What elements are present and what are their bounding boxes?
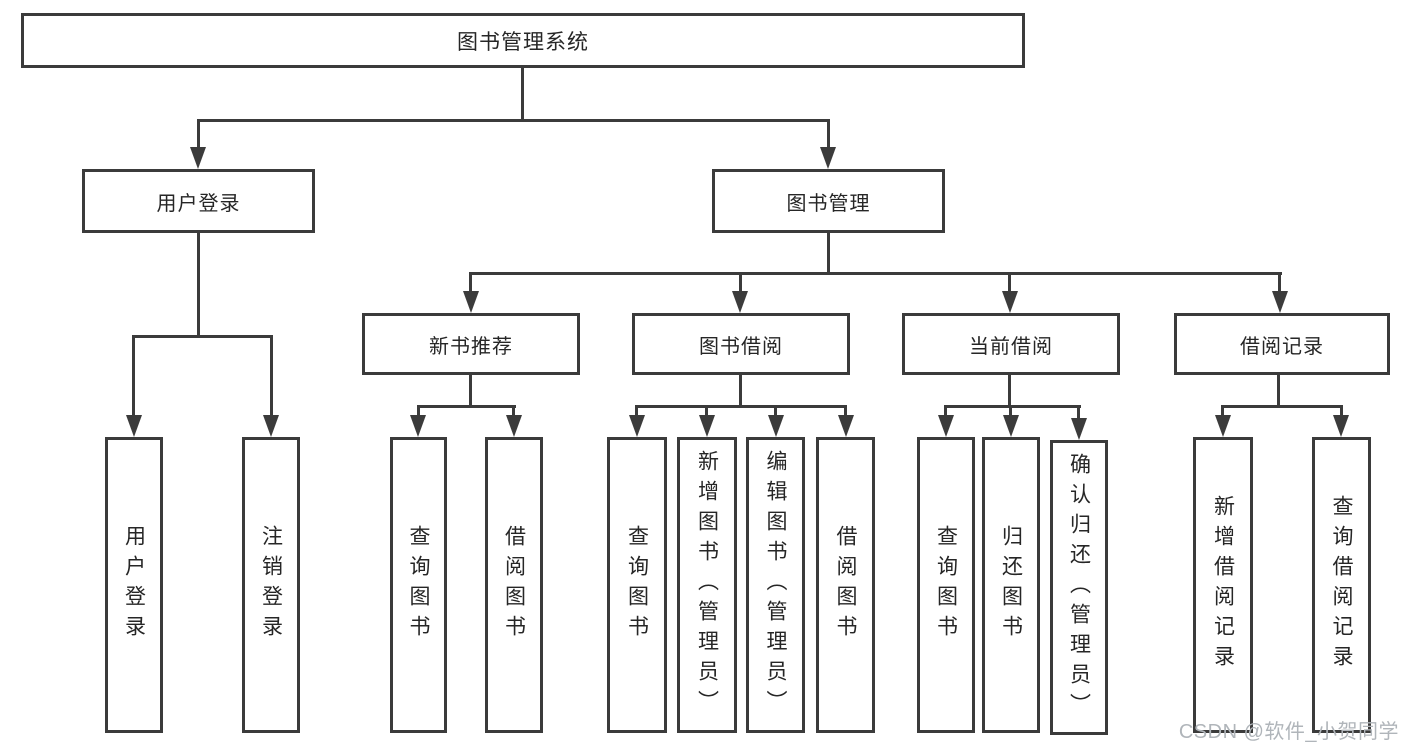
arrow-down-icon [506, 415, 522, 437]
leaf-label: 查询图书 [625, 525, 649, 645]
connector-line [827, 233, 830, 274]
leaf-label: 新增借阅记录 [1211, 495, 1235, 675]
arrow-down-icon [699, 415, 715, 437]
node-user-login: 用户登录 [82, 169, 315, 233]
arrow-down-icon [938, 415, 954, 437]
connector-line [470, 272, 1282, 275]
connector-line [705, 405, 708, 419]
connector-line [739, 272, 742, 294]
connector-line [469, 375, 472, 407]
arrow-down-icon [768, 415, 784, 437]
leaf-confirm-return-admin: 确认归还（管理员） [1050, 440, 1108, 735]
node-label: 图书借阅 [699, 335, 783, 358]
leaf-label: 查询图书 [407, 525, 430, 645]
connector-line [944, 405, 947, 419]
connector-line [1340, 405, 1343, 419]
leaf-label: 归还图书 [999, 525, 1023, 645]
node-new-book-recommendation: 新书推荐 [362, 313, 580, 375]
arrow-down-icon [1003, 415, 1019, 437]
connector-line [521, 68, 524, 121]
node-root: 图书管理系统 [21, 13, 1025, 68]
leaf-label: 新增图书（管理员） [695, 450, 719, 720]
connector-line [944, 405, 1081, 408]
connector-line [1009, 405, 1012, 419]
node-current-borrowing: 当前借阅 [902, 313, 1120, 375]
connector-line [197, 119, 830, 122]
connector-line [132, 335, 135, 417]
node-label: 用户登录 [156, 192, 241, 215]
connector-line [512, 405, 515, 419]
connector-line [197, 233, 200, 337]
arrow-down-icon [1272, 291, 1288, 313]
leaf-query-books-current: 查询图书 [917, 437, 975, 733]
leaf-label: 查询借阅记录 [1330, 495, 1353, 675]
node-label: 当前借阅 [969, 335, 1053, 358]
connector-line [635, 405, 847, 408]
connector-line [1008, 375, 1011, 407]
leaf-user-login: 用户登录 [105, 437, 163, 733]
leaf-add-books-admin: 新增图书（管理员） [677, 437, 737, 733]
connector-line [1277, 375, 1280, 407]
leaf-query-books-borrowing: 查询图书 [607, 437, 667, 733]
leaf-label: 借阅图书 [502, 525, 526, 645]
connector-line [635, 405, 638, 419]
leaf-query-books-recommend: 查询图书 [390, 437, 447, 733]
leaf-logout: 注销登录 [242, 437, 300, 733]
arrow-down-icon [1333, 415, 1349, 437]
connector-line [1077, 405, 1080, 419]
leaf-return-books: 归还图书 [982, 437, 1040, 733]
connector-line [469, 272, 472, 294]
node-borrowing-records: 借阅记录 [1174, 313, 1390, 375]
node-label: 图书管理 [786, 192, 871, 215]
arrow-down-icon [1071, 418, 1087, 440]
node-label: 借阅记录 [1240, 335, 1324, 358]
connector-line [1008, 272, 1011, 294]
connector-line [739, 375, 742, 407]
arrow-down-icon [263, 415, 279, 437]
arrow-down-icon [820, 147, 836, 169]
leaf-add-borrow-record: 新增借阅记录 [1193, 437, 1253, 733]
connector-line [417, 405, 516, 408]
leaf-query-borrow-record: 查询借阅记录 [1312, 437, 1371, 733]
node-label: 新书推荐 [429, 335, 513, 358]
leaf-label: 编辑图书（管理员） [764, 450, 787, 720]
connector-line [774, 405, 777, 419]
connector-line [827, 119, 830, 151]
connector-line [417, 405, 420, 419]
leaf-label: 借阅图书 [834, 525, 857, 645]
connector-line [1278, 272, 1281, 294]
connector-line [132, 335, 273, 338]
leaf-edit-books-admin: 编辑图书（管理员） [746, 437, 805, 733]
leaf-borrow-books-recommend: 借阅图书 [485, 437, 543, 733]
leaf-borrow-books-borrowing: 借阅图书 [816, 437, 875, 733]
connector-line [1221, 405, 1224, 419]
arrow-down-icon [190, 147, 206, 169]
leaf-label: 确认归还（管理员） [1067, 452, 1091, 723]
arrow-down-icon [732, 291, 748, 313]
arrow-down-icon [838, 415, 854, 437]
connector-line [1221, 405, 1343, 408]
connector-line [197, 119, 200, 151]
connector-line [270, 335, 273, 417]
arrow-down-icon [1215, 415, 1231, 437]
arrow-down-icon [126, 415, 142, 437]
leaf-label: 查询图书 [934, 525, 958, 645]
arrow-down-icon [629, 415, 645, 437]
connector-line [844, 405, 847, 419]
node-label: 图书管理系统 [457, 30, 589, 54]
arrow-down-icon [1002, 291, 1018, 313]
node-book-borrowing: 图书借阅 [632, 313, 850, 375]
node-book-management: 图书管理 [712, 169, 945, 233]
leaf-label: 用户登录 [122, 525, 146, 645]
arrow-down-icon [463, 291, 479, 313]
watermark: CSDN @软件_小贺同学 [1178, 721, 1399, 743]
arrow-down-icon [410, 415, 426, 437]
leaf-label: 注销登录 [259, 525, 283, 645]
